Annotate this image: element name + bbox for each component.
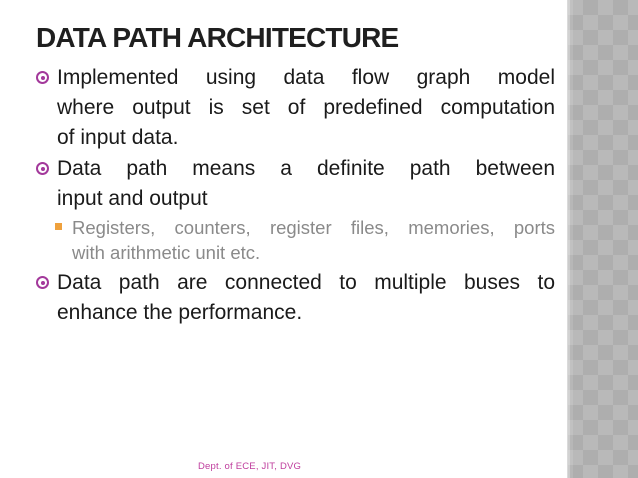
bullet-line: Data path means a definite path between: [57, 157, 555, 180]
bullet-item-connected-buses: Data path are connected to multiple buse…: [36, 268, 555, 328]
bullet-line: where output is set of predefined comput…: [57, 96, 555, 119]
bullet-line: Data path are connected to multiple buse…: [57, 271, 555, 294]
bullet-line: Implemented using data flow graph model: [57, 66, 555, 89]
bullet-line: input and output: [57, 187, 208, 210]
ring-bullet-dot: [40, 166, 45, 171]
ring-bullet-icon: [36, 276, 49, 289]
slide-content: DATA PATH ARCHITECTURE Implemented using…: [36, 22, 555, 329]
bullet-line: enhance the performance.: [57, 301, 303, 324]
ring-bullet-dot: [40, 75, 45, 80]
square-bullet-icon: [55, 223, 62, 230]
sub-bullet-item-registers: Registers, counters, register files, mem…: [36, 215, 555, 265]
sub-bullet-line: Registers, counters, register files, mem…: [72, 217, 555, 238]
bullet-item-implemented: Implemented using data flow graph model …: [36, 63, 555, 153]
ring-bullet-dot: [40, 280, 45, 285]
bullet-line: of input data.: [57, 126, 179, 149]
decorative-diamond-panel: [567, 0, 638, 478]
slide-title: DATA PATH ARCHITECTURE: [36, 22, 399, 53]
ring-bullet-icon: [36, 71, 49, 84]
bullet-item-data-path-means: Data path means a definite path between …: [36, 154, 555, 214]
footer-text: Dept. of ECE, JIT, DVG: [198, 461, 302, 472]
ring-bullet-icon: [36, 162, 49, 175]
sub-bullet-line: with arithmetic unit etc.: [72, 242, 261, 263]
